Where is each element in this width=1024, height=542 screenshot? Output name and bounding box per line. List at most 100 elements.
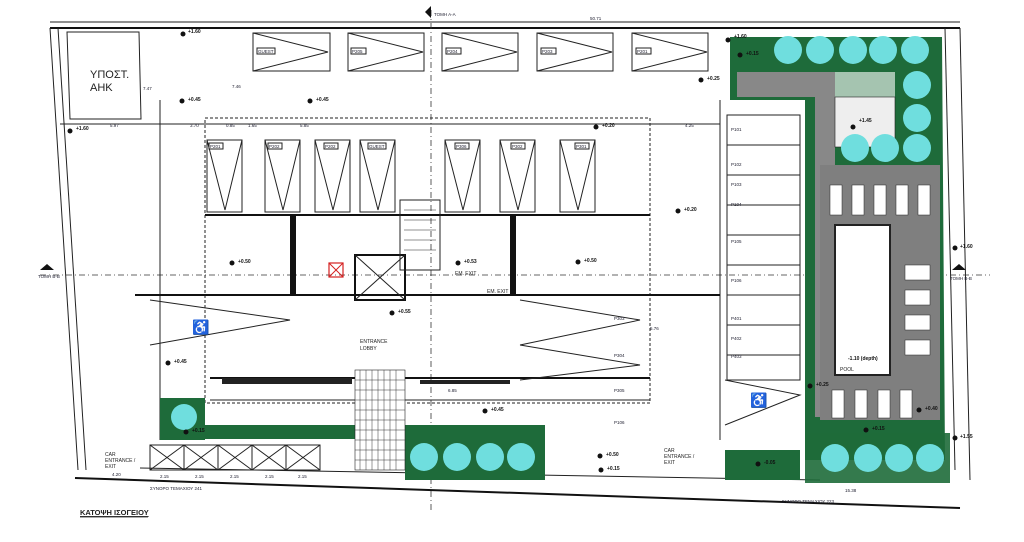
svg-text:P202: P202 xyxy=(269,144,280,149)
svg-text:+0.40: +0.40 xyxy=(925,406,938,412)
svg-text:P403: P403 xyxy=(731,354,742,359)
garden-area: POOL -1.10 (depth) xyxy=(725,36,950,483)
entrance-lobby-label: ENTRANCE xyxy=(360,339,388,345)
svg-text:2.15: 2.15 xyxy=(265,474,274,479)
svg-text:CAR: CAR xyxy=(664,448,675,454)
svg-text:P303: P303 xyxy=(614,316,625,321)
svg-text:P102: P102 xyxy=(731,162,742,167)
svg-text:3.70: 3.70 xyxy=(190,123,199,128)
substation-room: ΥΠΟΣΤ. ΑΗΚ xyxy=(66,31,142,120)
svg-text:+1.45: +1.45 xyxy=(859,118,872,124)
svg-text:P302: P302 xyxy=(512,144,523,149)
svg-text:P401: P401 xyxy=(731,316,742,321)
svg-text:P201: P201 xyxy=(210,144,221,149)
svg-text:15.38: 15.38 xyxy=(845,488,857,493)
svg-text:P304: P304 xyxy=(614,353,625,358)
section-marker-left-icon xyxy=(40,264,54,270)
svg-text:+0.50: +0.50 xyxy=(606,452,619,458)
section-marker-right-icon xyxy=(952,264,966,270)
svg-text:P306: P306 xyxy=(456,144,467,149)
svg-text:+1.60: +1.60 xyxy=(76,126,89,132)
svg-text:5.97: 5.97 xyxy=(110,123,119,128)
svg-text:+0.45: +0.45 xyxy=(491,407,504,413)
svg-text:+0.50: +0.50 xyxy=(584,258,597,264)
svg-text:LOBBY: LOBBY xyxy=(360,346,377,352)
svg-text:P104: P104 xyxy=(731,202,742,207)
fire-equipment-icon xyxy=(328,262,344,278)
svg-text:+0.45: +0.45 xyxy=(316,97,329,103)
svg-text:P204: P204 xyxy=(447,49,458,54)
svg-text:+0.15: +0.15 xyxy=(746,51,759,57)
svg-text:CAR: CAR xyxy=(105,452,116,458)
accessible-parking-icon: ♿ xyxy=(192,319,209,336)
emergency-exit-label: EM. EXIT xyxy=(455,271,476,277)
svg-text:EXIT: EXIT xyxy=(664,460,675,466)
svg-text:+0.45: +0.45 xyxy=(188,97,201,103)
site-boundary xyxy=(49,21,971,509)
svg-text:2.15: 2.15 xyxy=(230,474,239,479)
svg-text:P101: P101 xyxy=(731,127,742,132)
boundary-label-left: ΣΥΝΟΡΟ ΤΕΜΑΧΙΟΥ 241 xyxy=(150,486,202,491)
svg-text:2.15: 2.15 xyxy=(195,474,204,479)
svg-text:7.47: 7.47 xyxy=(143,86,152,91)
svg-text:0.85: 0.85 xyxy=(226,123,235,128)
accessible-parking-icon: ♿ xyxy=(750,392,767,409)
svg-text:P305: P305 xyxy=(614,388,625,393)
section-label-top: ΤΟΜΗ Α-Α xyxy=(434,12,456,17)
svg-text:4.20: 4.20 xyxy=(112,472,121,477)
section-label-left: ΤΟΜΗ Β-Β xyxy=(38,274,60,279)
svg-text:7.46: 7.46 xyxy=(232,84,241,89)
elevation-markers: +1.60 +0.45 +0.45 +0.20 +0.20 +0.25 +1.6… xyxy=(67,29,973,473)
svg-text:2.15: 2.15 xyxy=(160,474,169,479)
svg-text:P301: P301 xyxy=(576,144,587,149)
svg-text:ΥΠΟΣΤ.: ΥΠΟΣΤ. xyxy=(90,69,129,81)
svg-text:-0.05: -0.05 xyxy=(764,460,776,466)
svg-text:+0.20: +0.20 xyxy=(602,123,615,129)
section-marker-top-icon xyxy=(425,6,431,18)
svg-text:+0.20: +0.20 xyxy=(684,207,697,213)
svg-text:+1.60: +1.60 xyxy=(960,244,973,250)
section-label-right: ΤΟΜΗ Β-Β xyxy=(950,276,972,281)
svg-text:P106: P106 xyxy=(731,278,742,283)
svg-text:GUEST: GUEST xyxy=(369,144,385,149)
dimension-labels: 50.71 5.97 3.70 0.85 1.65 5.85 4.25 7.46… xyxy=(110,16,857,493)
svg-text:EXIT: EXIT xyxy=(105,464,116,470)
svg-text:+0.55: +0.55 xyxy=(398,309,411,315)
top-parking-row: GUEST P205 P204 P203 P201 xyxy=(252,32,709,72)
svg-text:P202: P202 xyxy=(325,144,336,149)
svg-text:1.65: 1.65 xyxy=(248,123,257,128)
svg-text:5.76: 5.76 xyxy=(650,326,659,331)
svg-text:4.25: 4.25 xyxy=(685,123,694,128)
svg-text:50.71: 50.71 xyxy=(590,16,602,21)
pool xyxy=(834,224,891,376)
svg-text:+0.15: +0.15 xyxy=(872,426,885,432)
svg-text:+1.60: +1.60 xyxy=(734,34,747,40)
boundary-label-right: ΣΥΝΟΡΟ ΤΕΜΑΧΙΟΥ 223 xyxy=(782,499,834,504)
svg-text:GUEST: GUEST xyxy=(258,49,274,54)
pool-label: POOL xyxy=(840,367,854,373)
emergency-exit-label: EM. EXIT xyxy=(487,289,508,295)
svg-text:5.85: 5.85 xyxy=(300,123,309,128)
svg-text:2.15: 2.15 xyxy=(298,474,307,479)
svg-text:P402: P402 xyxy=(731,336,742,341)
drawing-title: ΚΑΤΟΨΗ ΙΣΟΓΕΙΟΥ xyxy=(80,508,149,517)
svg-text:P205: P205 xyxy=(352,49,363,54)
building-outline xyxy=(60,100,721,440)
svg-text:P203: P203 xyxy=(542,49,553,54)
svg-text:+1.60: +1.60 xyxy=(188,29,201,35)
svg-text:P105: P105 xyxy=(731,239,742,244)
svg-text:6.85: 6.85 xyxy=(448,388,457,393)
car-entrance-left: CAR ENTRANCE / EXIT xyxy=(105,452,136,470)
svg-text:+1.55: +1.55 xyxy=(960,434,973,440)
pool-depth-label: -1.10 (depth) xyxy=(848,356,878,362)
svg-text:P106: P106 xyxy=(614,420,625,425)
svg-text:P201: P201 xyxy=(637,49,648,54)
svg-text:+0.50: +0.50 xyxy=(238,259,251,265)
right-parking-column: P101 P102 P103 P104 P105 P106 P401 P402 … xyxy=(724,114,802,426)
front-landscaping xyxy=(149,369,545,480)
tree-icons xyxy=(774,36,931,162)
svg-text:+0.15: +0.15 xyxy=(192,428,205,434)
svg-text:+0.25: +0.25 xyxy=(707,76,720,82)
svg-text:+0.53: +0.53 xyxy=(464,259,477,265)
